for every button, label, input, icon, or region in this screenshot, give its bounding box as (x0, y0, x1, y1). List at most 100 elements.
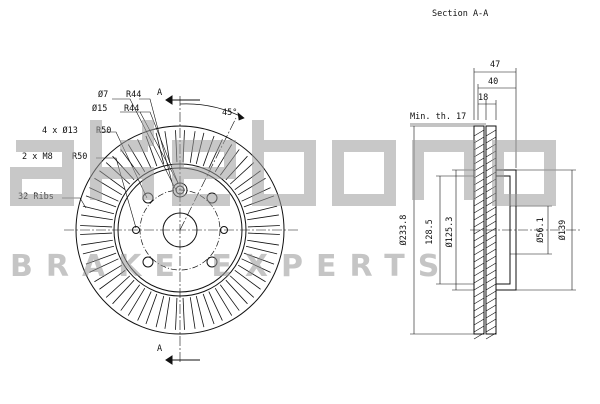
hatch-line (473, 311, 485, 319)
rib-line (225, 279, 248, 305)
hatch-line (485, 220, 497, 228)
rib-line (234, 269, 261, 290)
rib-line (120, 284, 141, 311)
label-center-radius: R44 (124, 104, 140, 114)
rib-line (164, 297, 171, 329)
leader-lines (62, 98, 179, 229)
hatch-line (485, 325, 497, 333)
tagline-watermark: BRAKE EXPERTS (10, 249, 453, 284)
hole (206, 256, 218, 268)
hatch-line (485, 304, 497, 312)
rib-line (80, 225, 113, 228)
angle-45-line (179, 117, 237, 231)
hatch-line (485, 276, 497, 284)
dim-width-hat: 40 (488, 77, 499, 87)
rib-line (81, 214, 113, 221)
rib-line (94, 264, 123, 283)
rib-line (219, 284, 240, 311)
hatch-line (485, 129, 497, 137)
rib-line (89, 258, 119, 273)
dim-hat-diameter: Ø139 (557, 219, 568, 241)
section-dimension-lines (410, 68, 580, 335)
rib-line (127, 287, 146, 316)
hatch-line (473, 332, 485, 340)
hatch-line (485, 136, 497, 144)
rib-line (247, 214, 279, 221)
rib-line (182, 297, 185, 330)
angle-dimension (179, 103, 245, 121)
rib-line (82, 205, 115, 215)
dim-pcd: 128.5 (424, 219, 435, 245)
hatch-line (473, 297, 485, 305)
logo-text: akebono (2, 116, 7, 117)
rib-hatching (473, 129, 497, 340)
hatch-line (473, 227, 485, 235)
rib-line (82, 245, 115, 255)
rib-line (85, 252, 117, 265)
hatch-line (485, 234, 497, 242)
rib-line (245, 205, 278, 215)
hatch-line (473, 206, 485, 214)
label-bolt-holes: 4 x Ø13 (42, 126, 78, 136)
rib-line (247, 225, 280, 228)
hatch-line (473, 255, 485, 263)
label-thread-holes: 2 x M8 (22, 152, 53, 162)
hatch-line (473, 248, 485, 256)
dim-hub-diameter: Ø125.3 (444, 216, 455, 248)
hatch-line (473, 318, 485, 326)
rib-line (189, 297, 196, 329)
dim-width-total: 47 (490, 60, 501, 70)
rib-line (99, 269, 126, 290)
label-bolt-radius: R50 (96, 126, 112, 136)
hatch-line (473, 290, 485, 298)
hatch-line (473, 213, 485, 221)
hatch-line (473, 129, 485, 137)
rib-line (229, 162, 255, 185)
hatch-line (485, 213, 497, 221)
rib-line (137, 291, 152, 321)
hatch-line (485, 318, 497, 326)
hatch-line (473, 241, 485, 249)
hatch-line (485, 241, 497, 249)
rib-line (229, 275, 255, 298)
hatch-line (485, 262, 497, 270)
hole (142, 256, 154, 268)
rib-line (145, 293, 158, 325)
rib-line (164, 131, 171, 163)
rib-line (202, 293, 215, 325)
label-cut-bottom: A (157, 344, 163, 354)
rib-line (81, 239, 113, 246)
rib-line (245, 245, 278, 255)
label-hole-radius: R44 (126, 90, 142, 100)
label-angle: 45° (222, 108, 238, 118)
hatch-line (473, 283, 485, 291)
hatch-line (485, 283, 497, 291)
label-thread-radius: R50 (72, 152, 88, 162)
hatch-line (485, 332, 497, 340)
hatch-line (485, 311, 497, 319)
hatch-line (485, 206, 497, 214)
dim-outer-diameter: Ø233.8 (398, 214, 409, 246)
rib-line (247, 239, 279, 246)
rib-line (155, 295, 165, 328)
section-cut-markers (165, 95, 200, 365)
section-title: Section A-A (432, 9, 489, 19)
hatch-line (485, 255, 497, 263)
label-cut-top: A (157, 88, 163, 98)
hatch-line (485, 290, 497, 298)
hatch-line (473, 269, 485, 277)
hatch-line (485, 297, 497, 305)
rib-line (175, 297, 178, 330)
hatch-line (485, 248, 497, 256)
hatch-line (473, 325, 485, 333)
hatch-line (473, 220, 485, 228)
akebono-logo: akebono (2, 116, 556, 206)
rib-line (80, 232, 113, 235)
hatch-line (473, 234, 485, 242)
hatch-line (485, 227, 497, 235)
hatch-line (473, 199, 485, 207)
rib-line (105, 275, 131, 298)
rib-line (247, 232, 280, 235)
rib-line (208, 291, 223, 321)
